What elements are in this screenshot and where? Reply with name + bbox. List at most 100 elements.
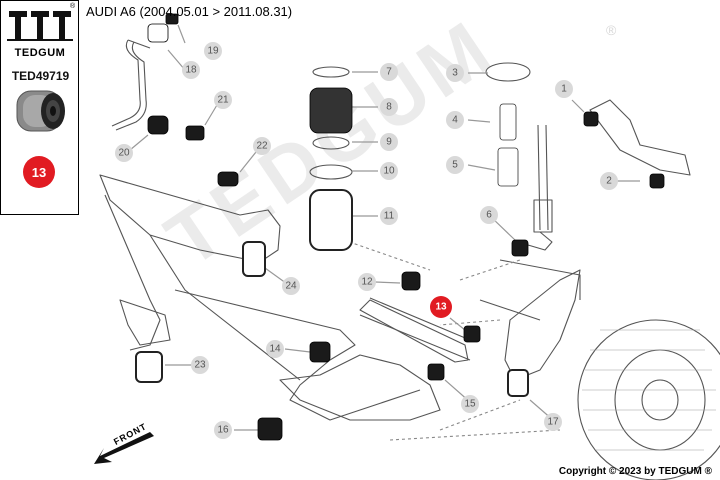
- callout-circle-15: [461, 395, 479, 413]
- callout-circle-21: [214, 91, 232, 109]
- subframe-outline: [99, 174, 281, 263]
- part-number: TED49719: [11, 69, 70, 83]
- watermark-registered-mark: ®: [606, 22, 617, 38]
- bushing-15: [427, 363, 445, 381]
- wheel-tread: [582, 329, 716, 451]
- bushing-14: [309, 341, 331, 363]
- wheel-tyre: [577, 319, 720, 480]
- bushing-19: [165, 13, 179, 25]
- bushing-16: [257, 417, 283, 441]
- bushing-22: [217, 171, 239, 187]
- callout-circle-5: [446, 156, 464, 174]
- callout-circle-13: [430, 296, 452, 318]
- registered-mark: ®: [70, 3, 76, 10]
- callout-label-9: 9: [386, 137, 392, 148]
- subframe-cross: [279, 354, 441, 421]
- callout-circle-3: [446, 64, 464, 82]
- callout-label-12: 12: [361, 277, 373, 288]
- bushing-20: [147, 115, 169, 135]
- bushing-6: [511, 239, 529, 257]
- subframe-rail: [104, 194, 301, 381]
- bushing-2: [649, 173, 665, 189]
- callout-circle-23: [191, 356, 209, 374]
- callout-label-24: 24: [285, 281, 297, 292]
- callout-label-18: 18: [185, 65, 197, 76]
- callout-circle-19: [204, 42, 222, 60]
- tedgum-logo: ® TEDGUM: [7, 3, 76, 61]
- callout-label-8: 8: [386, 102, 392, 113]
- front-arrow-icon: [94, 432, 154, 464]
- callout-circle-6: [480, 206, 498, 224]
- spring-seat-7: [312, 66, 350, 78]
- callout-label-11: 11: [384, 211, 395, 222]
- callout-label-6: 6: [486, 210, 492, 221]
- tedgum-logo-icon: [7, 11, 73, 41]
- callout-label-23: 23: [194, 360, 206, 371]
- strut-mount-top: [485, 62, 531, 82]
- bushing-18: [147, 23, 169, 43]
- shock-lower-mount: [527, 231, 553, 251]
- callout-label-2: 2: [606, 176, 612, 187]
- callout-circle-14: [266, 340, 284, 358]
- callout-circle-10: [380, 162, 398, 180]
- callout-circle-16: [214, 421, 232, 439]
- callout-label-17: 17: [547, 417, 559, 428]
- bump-stop-4: [499, 103, 517, 141]
- lower-link-long: [359, 297, 471, 361]
- ring-9: [312, 136, 350, 150]
- callout-circle-22: [253, 137, 271, 155]
- callout-label-21: 21: [217, 95, 229, 106]
- stabilizer-bar-2: [115, 41, 147, 131]
- guide-lines: [314, 229, 561, 441]
- callout-label-22: 22: [256, 141, 268, 152]
- knuckle-arm: [479, 259, 581, 321]
- shock-absorber-body: [533, 199, 553, 233]
- upper-control-arm: [589, 99, 691, 176]
- callout-label-13: 13: [435, 302, 447, 313]
- callout-circle-9: [380, 133, 398, 151]
- wheel-hub: [641, 379, 679, 421]
- subframe-lower: [119, 299, 171, 346]
- highlighted-item-badge: 13: [23, 156, 55, 188]
- wheel-rim: [614, 349, 706, 451]
- part-info-panel: ® TEDGUM TED49719 13: [0, 0, 79, 215]
- callout-label-1: 1: [561, 84, 567, 95]
- bushing-17: [507, 369, 529, 397]
- callout-label-20: 20: [118, 148, 130, 159]
- copyright-notice: Copyright © 2023 by TEDGUM ®: [558, 466, 712, 477]
- ring-10: [309, 164, 353, 180]
- bushing-23: [135, 351, 163, 383]
- callout-label-3: 3: [452, 68, 458, 79]
- bushing-product-image: [16, 90, 65, 132]
- air-spring-11: [309, 189, 353, 251]
- callout-arrows: [129, 24, 640, 431]
- callout-circle-24: [282, 277, 300, 295]
- knuckle: [504, 269, 581, 381]
- lower-link-left: [359, 299, 469, 363]
- callout-circle-4: [446, 111, 464, 129]
- callout-circle-1: [555, 80, 573, 98]
- callout-circle-7: [380, 63, 398, 81]
- callout-circle-12: [358, 273, 376, 291]
- callout-label-7: 7: [386, 67, 392, 78]
- logo-text: TEDGUM: [14, 47, 66, 59]
- bushing-13: [463, 325, 481, 343]
- callout-label-15: 15: [464, 399, 476, 410]
- callout-circle-2: [600, 172, 618, 190]
- callout-circle-11: [380, 207, 398, 225]
- callout-circle-17: [544, 413, 562, 431]
- vehicle-title: AUDI A6 (2004.05.01 > 2011.08.31): [86, 4, 293, 19]
- callout-circle-20: [115, 144, 133, 162]
- bushing-1: [583, 111, 599, 127]
- subframe-arm: [174, 289, 421, 421]
- callout-label-19: 19: [207, 46, 219, 57]
- callout-label-10: 10: [383, 166, 395, 177]
- bellows-8: [309, 87, 353, 134]
- stabilizer-bar: [111, 39, 151, 127]
- callout-label-4: 4: [452, 115, 458, 126]
- callout-label-16: 16: [217, 425, 229, 436]
- callout-circle-18: [182, 61, 200, 79]
- bushing-24: [242, 241, 266, 277]
- bushing-12: [401, 271, 421, 291]
